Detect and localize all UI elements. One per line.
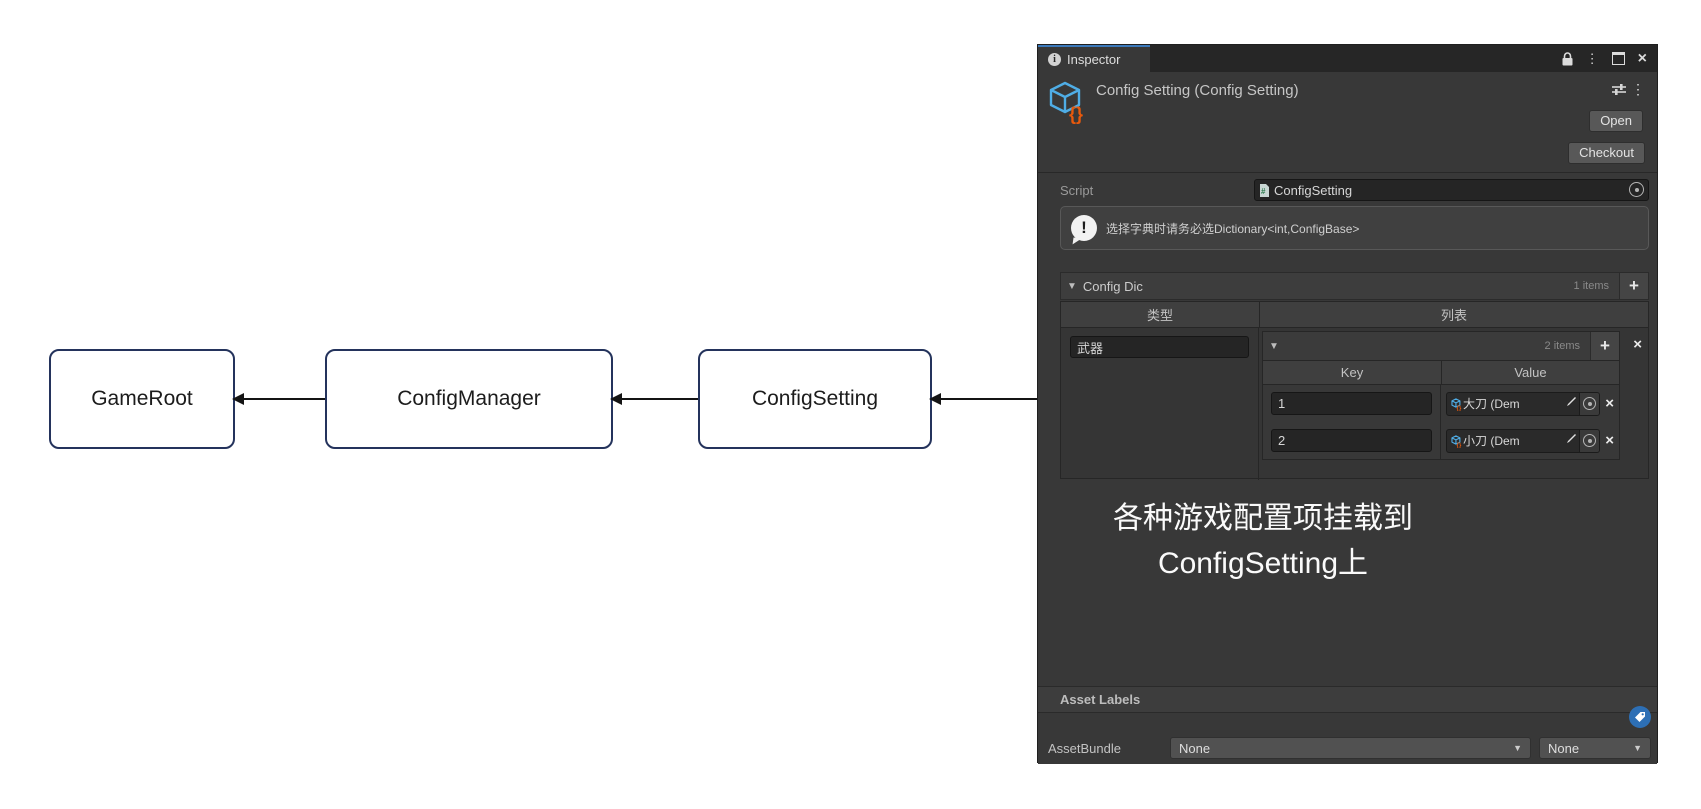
annotation-note: 各种游戏配置项挂载到 ConfigSetting上 <box>1048 496 1478 586</box>
window-controls: ⋮ × <box>1562 45 1657 72</box>
chevron-down-icon: ▼ <box>1513 743 1522 753</box>
help-box-text: 选择字典时请务必选Dictionary<int,ConfigBase> <box>1106 221 1360 236</box>
foldout-icon[interactable]: ▼ <box>1067 280 1077 292</box>
arrow-head-icon <box>929 393 941 405</box>
script-field[interactable]: # ConfigSetting <box>1254 179 1649 201</box>
open-button[interactable]: Open <box>1589 110 1643 132</box>
arrow-inspector-to-configsetting <box>929 393 1037 405</box>
type-input[interactable] <box>1070 336 1249 358</box>
object-field[interactable]: {} 大刀 (Dem <box>1446 391 1601 416</box>
object-picker-icon <box>1583 397 1597 410</box>
scriptable-object-icon: {} <box>1049 81 1083 124</box>
scriptable-object-icon: {} <box>1451 397 1462 411</box>
info-icon: i <box>1048 53 1061 66</box>
svg-text:{}: {} <box>1457 441 1462 447</box>
asset-label-tag-button[interactable] <box>1629 706 1651 728</box>
object-picker-button[interactable] <box>1579 392 1600 415</box>
foldout-icon[interactable]: ▼ <box>1269 340 1279 352</box>
config-dic-count: 1 items <box>1573 280 1609 292</box>
key-value-header-row: Key Value <box>1263 360 1619 385</box>
arrow-head-icon <box>610 393 622 405</box>
table-row: {} 小刀 (Dem × <box>1263 422 1619 459</box>
assetbundle-row: AssetBundle None ▼ None ▼ <box>1048 736 1651 760</box>
header-divider <box>1038 172 1657 173</box>
arrow-head-icon <box>232 393 244 405</box>
column-header-type: 类型 <box>1061 302 1260 327</box>
object-field-value: 大刀 (Dem <box>1463 397 1520 411</box>
csharp-script-icon: # <box>1260 183 1269 197</box>
node-configmanager-label: ConfigManager <box>397 387 541 410</box>
assetbundle-variant-dropdown[interactable]: None ▼ <box>1539 737 1651 759</box>
scriptable-object-icon: {} <box>1451 434 1462 448</box>
key-input[interactable] <box>1271 429 1432 452</box>
annotation-line2: ConfigSetting上 <box>1157 547 1369 580</box>
annotation-line1: 各种游戏配置项挂载到 <box>1113 502 1413 535</box>
table-body-row: ▼ 2 items + Key Value <box>1061 328 1648 480</box>
assetbundle-label: AssetBundle <box>1048 740 1121 756</box>
svg-text:{}: {} <box>1457 404 1462 410</box>
tag-icon <box>1635 712 1645 722</box>
inspector-tabbar: i Inspector ⋮ × <box>1038 45 1657 72</box>
nested-list: ▼ 2 items + Key Value <box>1262 331 1620 460</box>
script-row: Script # ConfigSetting <box>1060 179 1649 201</box>
checkout-button[interactable]: Checkout <box>1568 142 1645 164</box>
nested-list-header[interactable]: ▼ 2 items + <box>1263 332 1619 360</box>
add-item-button[interactable]: + <box>1590 332 1619 360</box>
help-box: ! 选择字典时请务必选Dictionary<int,ConfigBase> <box>1060 206 1649 250</box>
column-header-value: Value <box>1514 365 1547 380</box>
inspector-body: {} Config Setting (Config Setting) ⋮ Ope… <box>1038 72 1657 764</box>
column-header-key: Key <box>1263 361 1442 384</box>
inspector-panel: i Inspector ⋮ × {} Config Setting (Confi… <box>1037 44 1658 764</box>
nested-list-count: 2 items <box>1544 340 1580 352</box>
type-cell <box>1061 328 1259 480</box>
object-picker-button[interactable] <box>1579 429 1600 452</box>
asset-labels-header: Asset Labels <box>1038 686 1657 713</box>
script-label: Script <box>1060 182 1094 198</box>
tab-inspector[interactable]: i Inspector <box>1038 45 1150 72</box>
config-dic-table: 类型 列表 ▼ 2 items + <box>1060 301 1649 480</box>
tab-menu-icon[interactable]: ⋮ <box>1585 51 1599 66</box>
config-dic-label: Config Dic <box>1082 278 1143 294</box>
presets-icon[interactable] <box>1611 83 1627 96</box>
add-entry-button[interactable]: + <box>1619 273 1648 299</box>
node-configsetting: ConfigSetting <box>698 349 932 449</box>
arrow-configmanager-to-gameroot <box>232 393 325 405</box>
node-configsetting-label: ConfigSetting <box>751 387 879 410</box>
svg-text:#: # <box>1261 187 1266 196</box>
list-cell: ▼ 2 items + Key Value <box>1259 328 1648 480</box>
tab-inspector-label: Inspector <box>1067 52 1121 67</box>
assetbundle-name-value: None <box>1179 740 1211 756</box>
remove-item-button[interactable]: × <box>1605 395 1614 412</box>
arrow-configsetting-to-configmanager <box>610 393 698 405</box>
config-dic-header[interactable]: ▼ Config Dic 1 items + <box>1060 272 1649 300</box>
object-field-value: 小刀 (Dem <box>1463 434 1520 448</box>
object-picker-icon[interactable] <box>1629 182 1644 197</box>
assetbundle-name-dropdown[interactable]: None ▼ <box>1170 737 1531 759</box>
pencil-icon <box>1567 433 1577 443</box>
object-field[interactable]: {} 小刀 (Dem <box>1446 428 1601 453</box>
warning-icon: ! <box>1071 215 1097 241</box>
object-picker-icon <box>1583 434 1597 447</box>
table-header-row: 类型 列表 <box>1061 302 1648 328</box>
assetbundle-variant-value: None <box>1548 740 1580 756</box>
pencil-icon <box>1567 396 1577 406</box>
svg-text:{}: {} <box>1069 104 1083 124</box>
context-menu-icon[interactable]: ⋮ <box>1631 81 1645 97</box>
tabbar-spacer <box>1150 45 1562 72</box>
key-input[interactable] <box>1271 392 1432 415</box>
table-row: {} 大刀 (Dem × <box>1263 385 1619 422</box>
remove-entry-button[interactable]: × <box>1633 336 1642 353</box>
asset-title: Config Setting (Config Setting) <box>1096 82 1299 99</box>
remove-item-button[interactable]: × <box>1605 432 1614 449</box>
node-gameroot-label: GameRoot <box>91 387 193 410</box>
maximize-icon[interactable] <box>1611 52 1625 65</box>
chevron-down-icon: ▼ <box>1633 743 1642 753</box>
node-gameroot: GameRoot <box>49 349 235 449</box>
column-header-list: 列表 <box>1260 302 1648 327</box>
script-field-value: ConfigSetting <box>1274 182 1353 198</box>
close-icon[interactable]: × <box>1637 49 1647 67</box>
node-configmanager: ConfigManager <box>325 349 613 449</box>
lock-icon[interactable] <box>1562 51 1573 66</box>
